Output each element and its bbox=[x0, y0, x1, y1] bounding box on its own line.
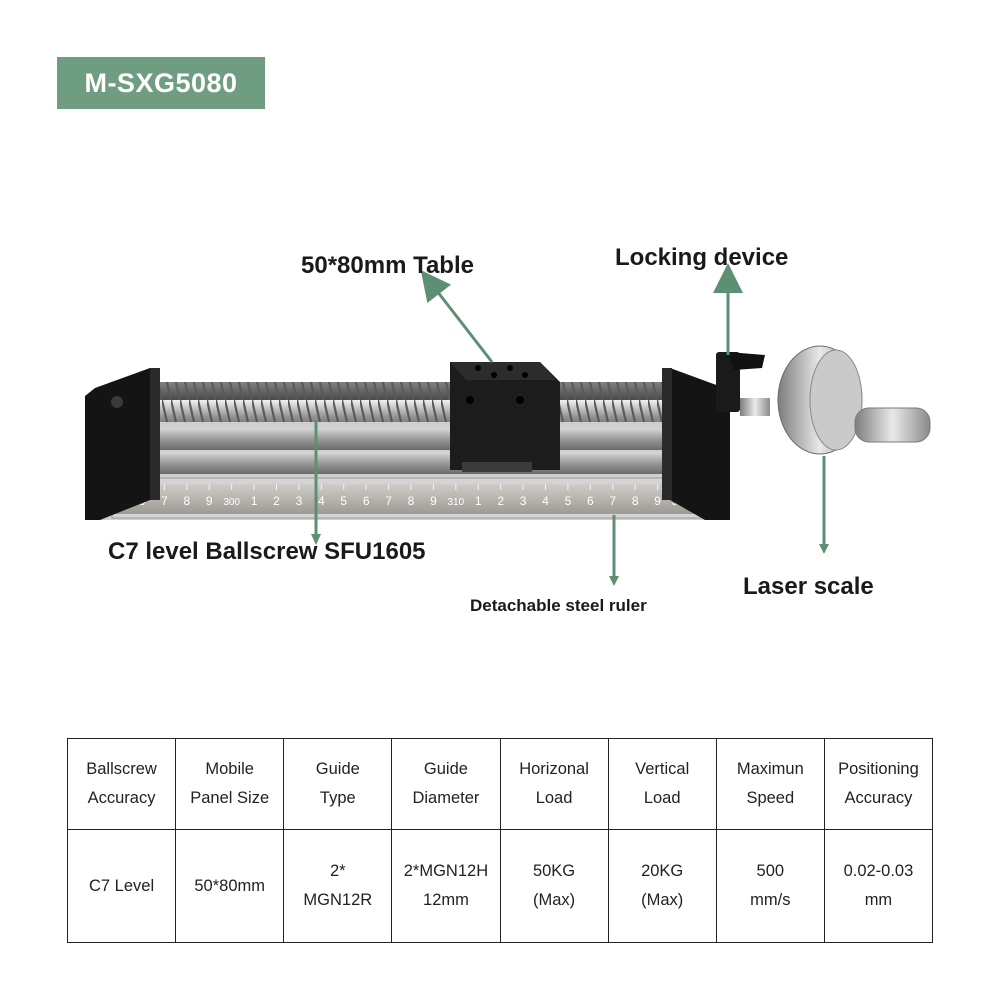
ruler-tick-label: 8 bbox=[183, 494, 190, 508]
ruler-tick-label: 3 bbox=[520, 494, 527, 508]
steel-ruler: 6789300123456789310123456789320 bbox=[114, 484, 710, 514]
ruler-tick-label: 310 bbox=[447, 497, 464, 508]
ruler-tick-label: 8 bbox=[408, 494, 415, 508]
spec-value-cell: 500 mm/s bbox=[715, 829, 825, 943]
ruler-tick-label: 7 bbox=[161, 494, 168, 508]
spec-header-cell: Ballscrew Accuracy bbox=[66, 738, 177, 830]
callout-laser-scale: Laser scale bbox=[743, 573, 874, 600]
spec-header-cell: Mobile Panel Size bbox=[175, 738, 285, 830]
callout-ballscrew: C7 level Ballscrew SFU1605 bbox=[108, 538, 426, 565]
ruler-tick-label: 5 bbox=[565, 494, 572, 508]
ruler-tick-label: 7 bbox=[609, 494, 616, 508]
callout-table: 50*80mm Table bbox=[301, 252, 474, 279]
locking-device bbox=[716, 352, 765, 412]
spec-value-cell: 50*80mm bbox=[175, 829, 285, 943]
spec-header-cell: Positioning Accuracy bbox=[823, 738, 934, 830]
left-end-block bbox=[85, 368, 150, 520]
spec-header-cell: Guide Diameter bbox=[391, 738, 501, 830]
ruler-tick-label: 6 bbox=[587, 494, 594, 508]
ruler-tick-label: 6 bbox=[363, 494, 370, 508]
ruler-tick-label: 8 bbox=[632, 494, 639, 508]
right-end-block bbox=[670, 368, 730, 520]
spec-value-cell: 2* MGN12R bbox=[283, 829, 393, 943]
ruler-tick-label: 2 bbox=[497, 494, 504, 508]
ruler-tick-label: 9 bbox=[430, 494, 437, 508]
ruler-tick-label: 1 bbox=[251, 494, 258, 508]
spec-value-row: C7 Level 50*80mm 2* MGN12R 2*MGN12H 12mm… bbox=[66, 829, 934, 943]
callout-steel-ruler: Detachable steel ruler bbox=[470, 596, 647, 615]
ruler-tick-label: 3 bbox=[296, 494, 303, 508]
spec-header-cell: Horizonal Load bbox=[499, 738, 609, 830]
spec-table: Ballscrew Accuracy Mobile Panel Size Gui… bbox=[66, 738, 934, 943]
ruler-tick-label: 5 bbox=[340, 494, 347, 508]
handwheel bbox=[740, 345, 931, 455]
spec-header-row: Ballscrew Accuracy Mobile Panel Size Gui… bbox=[66, 738, 934, 830]
spec-header-cell: Guide Type bbox=[283, 738, 393, 830]
spec-value-cell: C7 Level bbox=[66, 829, 177, 943]
ruler-tick-label: 300 bbox=[223, 497, 240, 508]
spec-header-cell: Vertical Load bbox=[607, 738, 717, 830]
spec-header-cell: Maximun Speed bbox=[715, 738, 825, 830]
spec-value-cell: 20KG (Max) bbox=[607, 829, 717, 943]
callout-locking-device: Locking device bbox=[615, 244, 789, 271]
spec-value-cell: 50KG (Max) bbox=[499, 829, 609, 943]
ruler-tick-label: 1 bbox=[475, 494, 482, 508]
ballscrew bbox=[122, 382, 697, 422]
ruler-tick-label: 2 bbox=[273, 494, 280, 508]
spec-value-cell: 0.02-0.03 mm bbox=[823, 829, 934, 943]
ruler-tick-label: 4 bbox=[542, 494, 549, 508]
spec-value-cell: 2*MGN12H 12mm bbox=[391, 829, 501, 943]
callout-arrows bbox=[311, 263, 829, 586]
ruler-tick-label: 9 bbox=[654, 494, 661, 508]
ruler-tick-label: 7 bbox=[385, 494, 392, 508]
table-carriage bbox=[450, 362, 560, 472]
linear-stage-illustration: 6789300123456789310123456789320 bbox=[85, 263, 931, 586]
ruler-tick-label: 9 bbox=[206, 494, 213, 508]
ruler-tick-label: 4 bbox=[318, 494, 325, 508]
model-badge: M-SXG5080 bbox=[57, 57, 265, 109]
